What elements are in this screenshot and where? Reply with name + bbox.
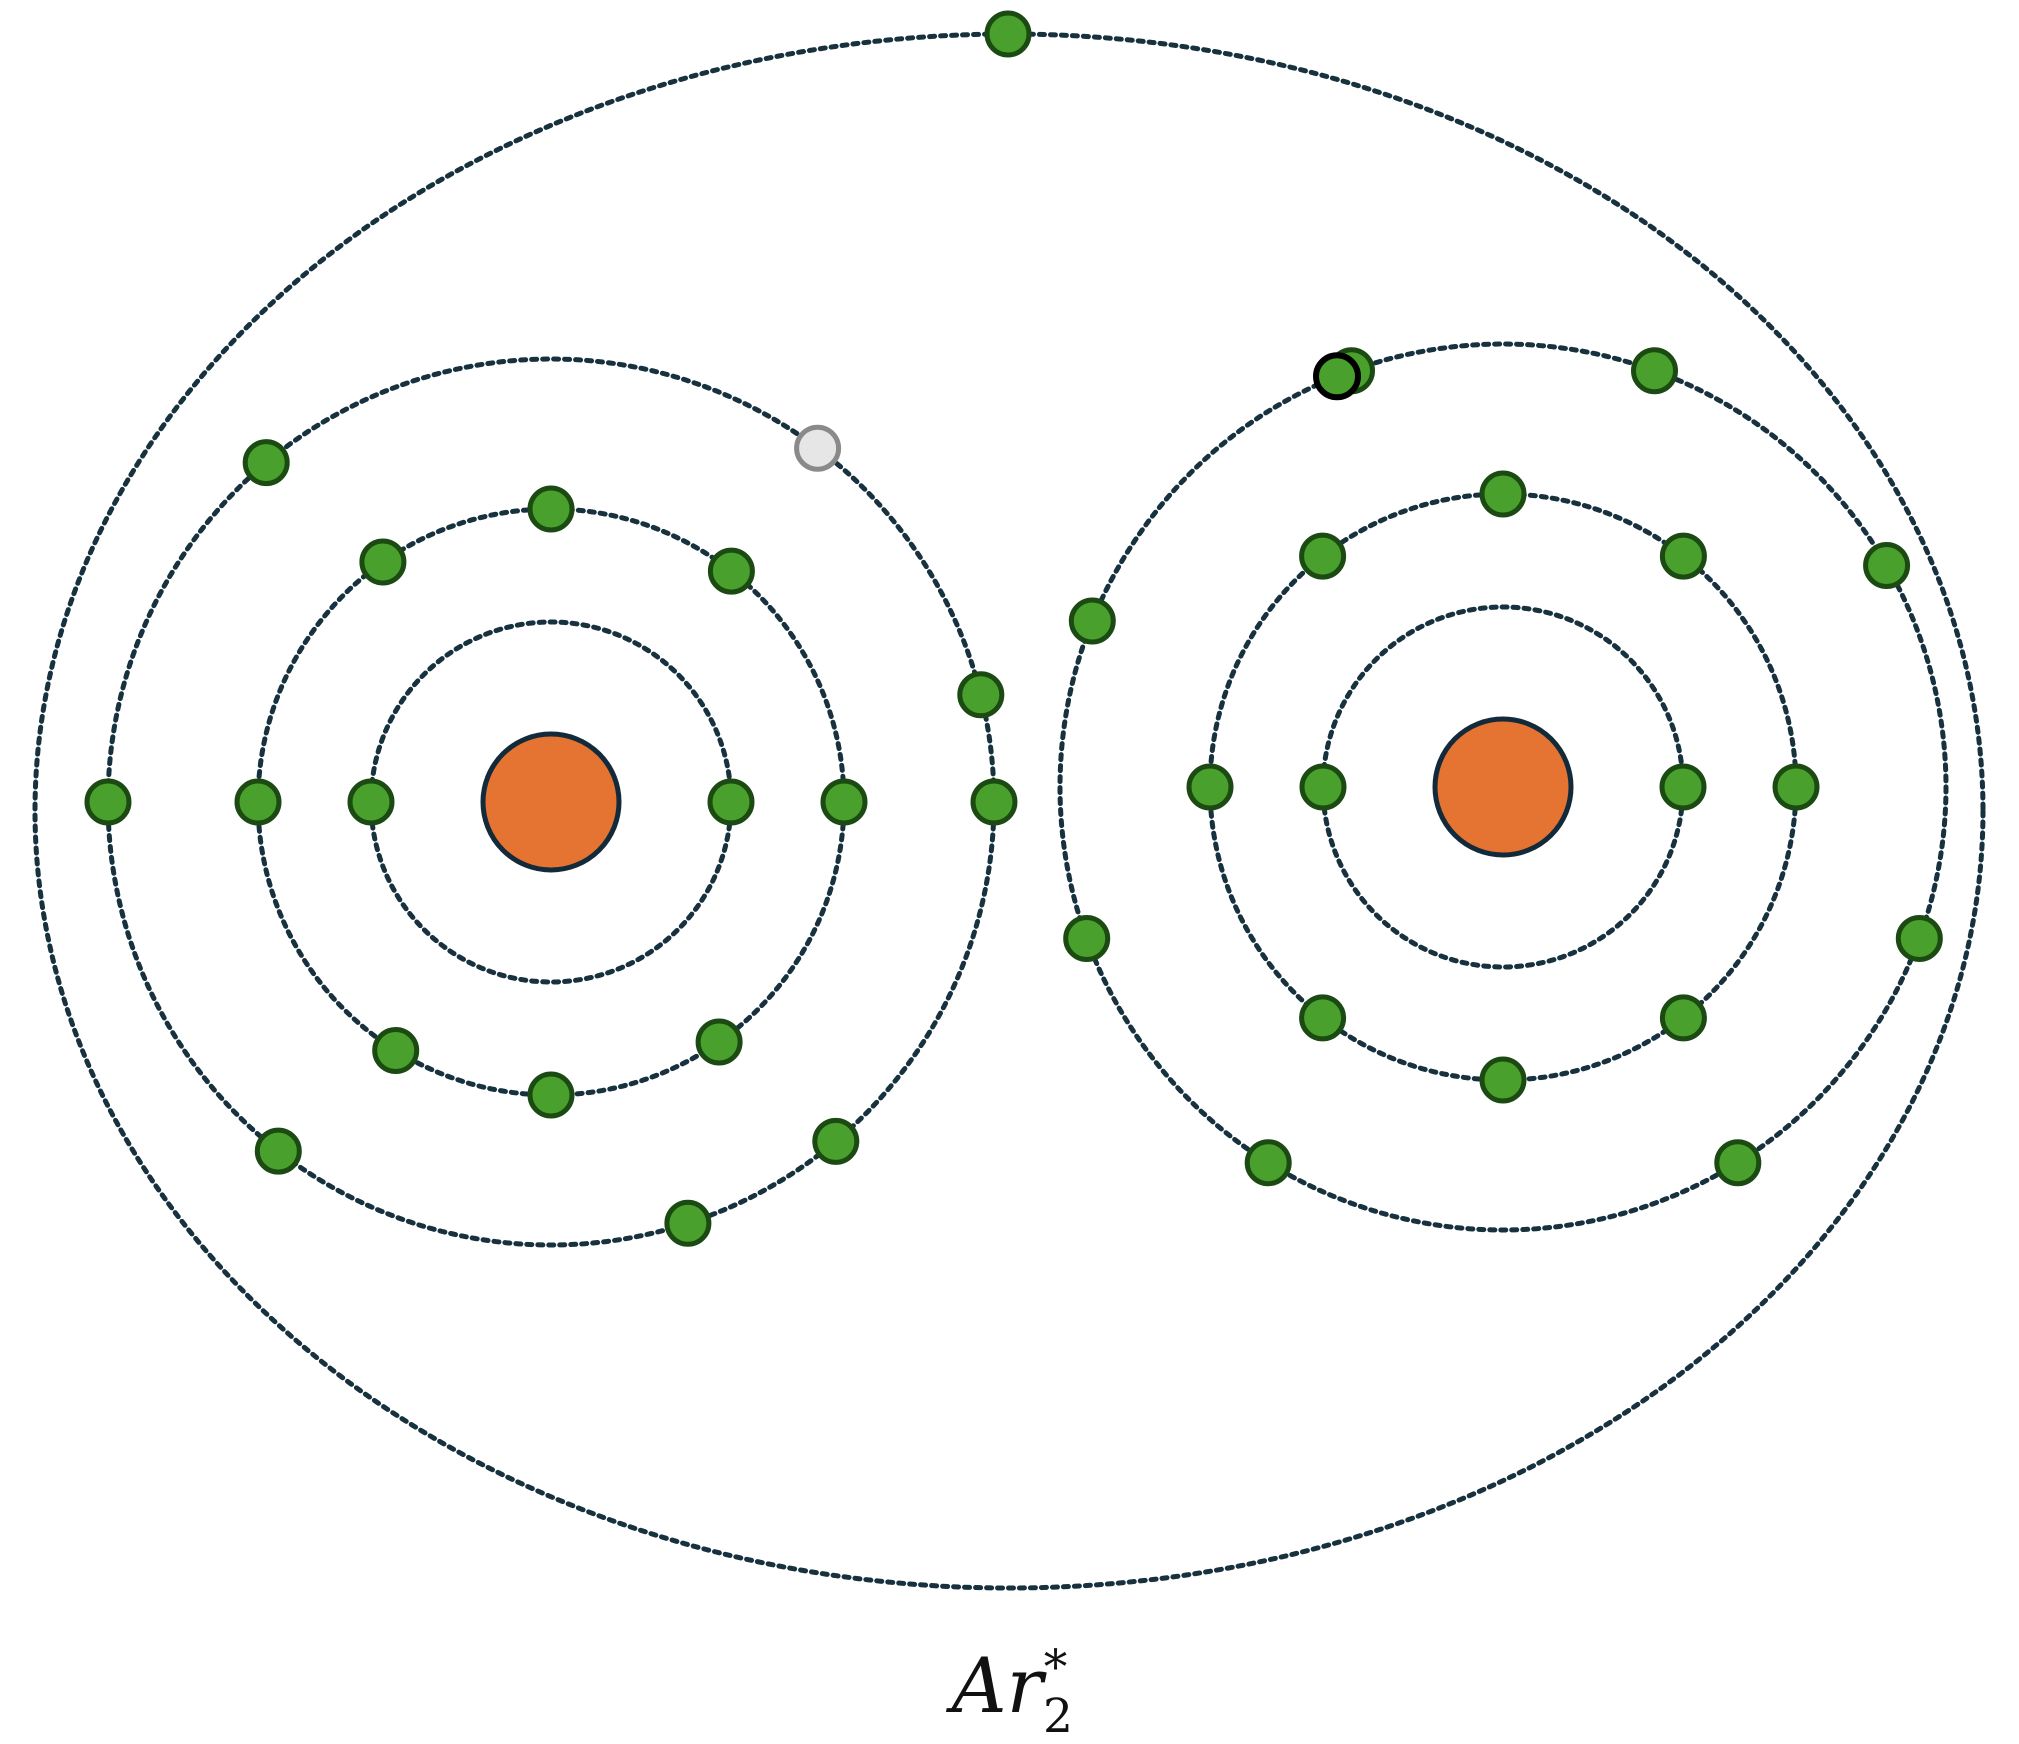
electron: [970, 778, 1018, 826]
electron: [1479, 470, 1527, 518]
left-atom-nucleus: [480, 731, 622, 873]
electron: [1659, 994, 1707, 1042]
electron: [347, 778, 395, 826]
electron: [527, 485, 575, 533]
electron: [359, 538, 407, 586]
electron-hole: [794, 424, 842, 472]
electron: [1479, 1056, 1527, 1104]
electron: [1186, 763, 1234, 811]
electron: [527, 1071, 575, 1119]
electron: [1299, 532, 1347, 580]
electron: [695, 1018, 743, 1066]
molecular-electron: [984, 10, 1032, 58]
electron: [1714, 1139, 1762, 1187]
label-subscript: 2: [1042, 1688, 1073, 1744]
electron: [1772, 763, 1820, 811]
electron: [957, 671, 1005, 719]
electron: [242, 439, 290, 487]
right-atom-shell-3: [1057, 341, 1949, 1233]
electron: [707, 778, 755, 826]
electron: [1299, 994, 1347, 1042]
electron: [254, 1127, 302, 1175]
molecule-label: Ar2*: [0, 1644, 2019, 1740]
right-atom-nucleus: [1432, 716, 1574, 858]
electron: [372, 1027, 420, 1074]
electron: [707, 547, 755, 595]
electron: [1063, 915, 1111, 962]
electron: [1631, 347, 1678, 395]
electron: [234, 778, 282, 826]
electron: [84, 778, 132, 826]
label-superscript: *: [1043, 1639, 1068, 1695]
electron: [1659, 532, 1707, 580]
electron: [1895, 915, 1943, 962]
electron: [1659, 763, 1707, 811]
electron: [1068, 597, 1116, 645]
excited-electron: [1313, 352, 1361, 401]
label-symbol: Ar: [951, 1641, 1043, 1730]
electron: [1863, 542, 1911, 589]
electron: [812, 1117, 860, 1165]
electron: [820, 778, 868, 826]
electron: [664, 1199, 712, 1247]
electron: [1244, 1139, 1292, 1187]
electron: [1299, 763, 1347, 811]
